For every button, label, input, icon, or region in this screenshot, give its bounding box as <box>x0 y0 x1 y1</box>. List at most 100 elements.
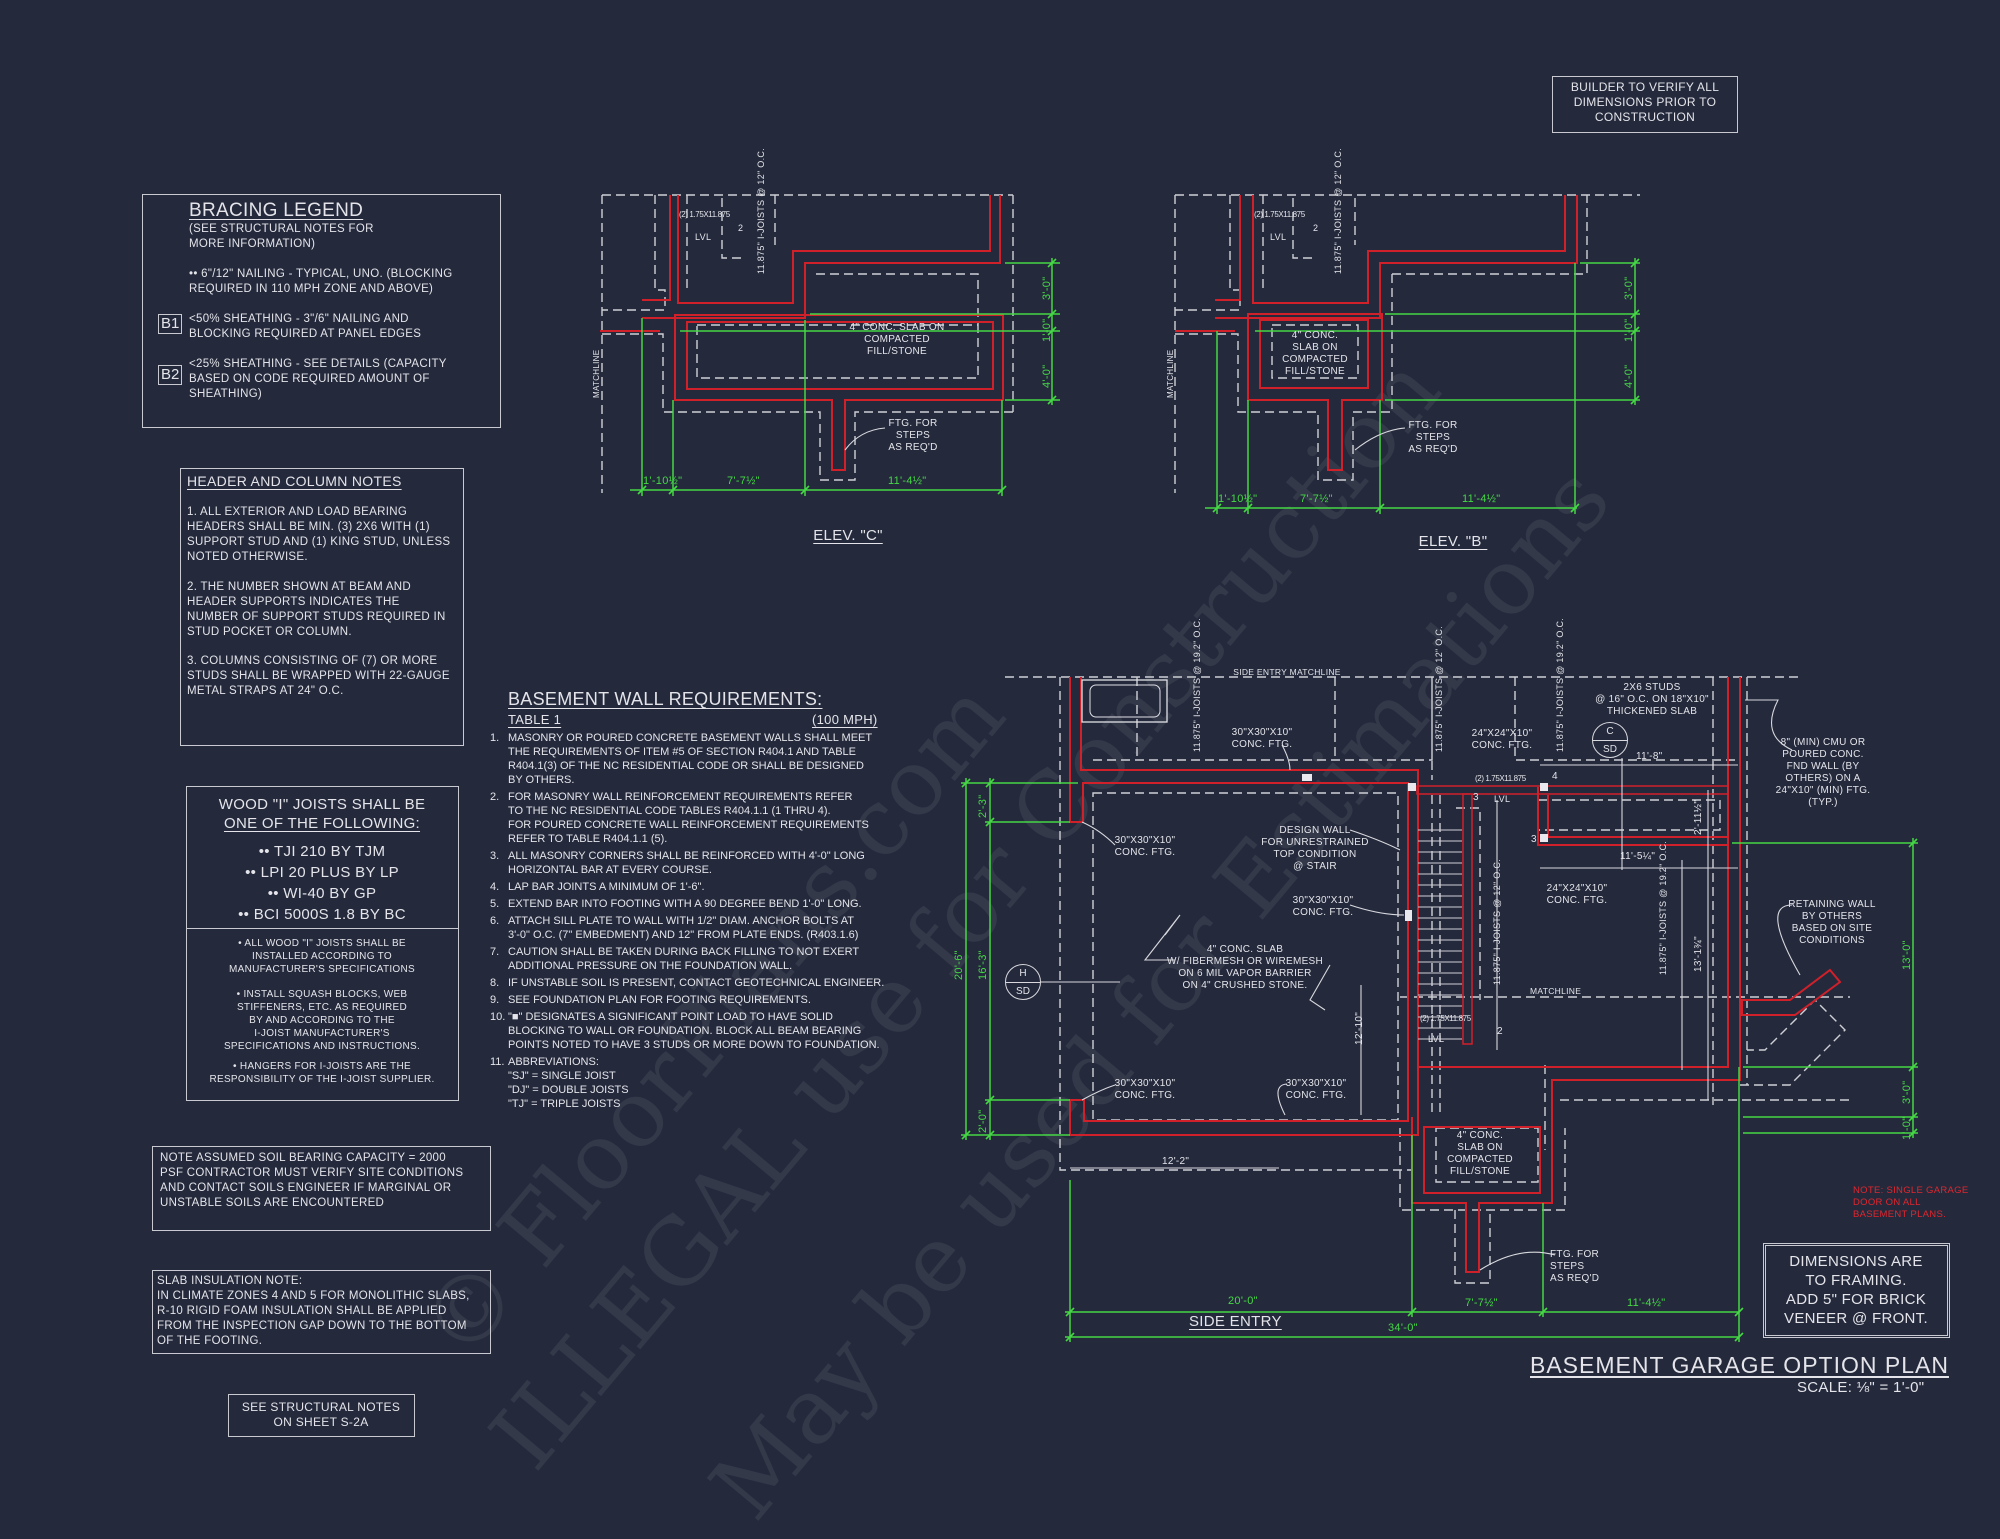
footing-label: 30"x30"x10" CONC. FTG. <box>1292 895 1354 918</box>
dim-2-11: 2'-11½" <box>1693 799 1704 835</box>
joist-option: •• TJI 210 BY TJM <box>258 843 386 860</box>
slab-insulation-text: IN CLIMATE ZONES 4 AND 5 FOR MONOLITHIC … <box>157 1290 470 1347</box>
item-text: SEE FOUNDATION PLAN FOR FOOTING REQUIREM… <box>508 994 811 1006</box>
dim-13-1: 13'-1¾" <box>1693 936 1704 972</box>
garage-door-note: NOTE: SINGLE GARAGE DOOR ON ALL BASEMENT… <box>1853 1185 1969 1220</box>
dim-12-2: 12'-2" <box>1162 1156 1190 1167</box>
joists-box <box>186 786 459 1101</box>
leaders-and-white-dims <box>844 427 1801 1271</box>
soil-note-box <box>152 1146 491 1231</box>
joist-option: •• LPI 20 PLUS BY LP <box>245 864 399 881</box>
dimension-tick <box>1047 309 1057 319</box>
stud-count: 3 <box>1473 792 1479 803</box>
plan-matchline: MATCHLINE <box>1530 986 1582 996</box>
elev-c-post: 2 <box>738 223 744 233</box>
elev-c-dim: 4'-0" <box>1041 364 1053 388</box>
elev-b-matchline: MATCHLINE <box>1166 349 1175 398</box>
elev-c-title: ELEV. "C" <box>813 527 883 544</box>
side-entry-matchline: SIDE ENTRY MATCHLINE <box>1233 667 1341 677</box>
elev-c-dim: 7'-7½" <box>727 475 760 487</box>
bracing-legend-item: <50% SHEATHING - 3"/6" NAILING AND BLOCK… <box>189 313 422 340</box>
dimensions-note: DIMENSIONS ARE TO FRAMING. ADD 5" FOR BR… <box>1784 1253 1928 1327</box>
footing-label: 30"x30"x10" CONC. FTG. <box>1231 727 1293 750</box>
basement-wall-item: 10."■" DESIGNATES A SIGNIFICANT POINT LO… <box>490 1010 910 1052</box>
elev-b-dim: 3'-0" <box>1623 276 1635 300</box>
basement-wall-item: 1.MASONRY OR POURED CONCRETE BASEMENT WA… <box>490 731 910 787</box>
elev-b-joists: 11.875" I-JOISTS @ 12" O.C. <box>1333 147 1343 274</box>
dimension-tick <box>1047 395 1057 405</box>
bracing-legend-item: <25% SHEATHING - SEE DETAILS (CAPACITY B… <box>189 358 447 400</box>
basement-wall-item: 8.IF UNSTABLE SOIL IS PRESENT, CONTACT G… <box>490 976 910 990</box>
dimension-tick <box>1065 1307 1075 1317</box>
elev-b-post: 2 <box>1313 223 1319 233</box>
dimension-tick <box>1908 1062 1918 1072</box>
item-text: ABBREVIATIONS: "SJ" = SINGLE JOIST "DJ" … <box>508 1056 629 1110</box>
elev-b-dim: 1'-10½" <box>1218 493 1258 505</box>
dimension-tick <box>1734 1307 1744 1317</box>
header-notes-box <box>180 468 464 746</box>
joist-note: • INSTALL SQUASH BLOCKS, WEB STIFFENERS,… <box>223 989 421 1052</box>
item-number: 11. <box>490 1056 505 1068</box>
item-number: 1. <box>490 732 500 744</box>
dimension-tick <box>1212 503 1222 513</box>
plan-joists-label: 11.875" I-JOISTS @ 12" O.C. <box>1434 625 1444 752</box>
elev-b-steps-label: FTG. FOR STEPS AS REQ'D <box>1408 420 1458 455</box>
bracing-tag-b1: B1 <box>158 314 183 334</box>
side-entry-label: SIDE ENTRY <box>1189 1313 1282 1330</box>
elev-c-slab-label: 4" CONC. SLAB ON COMPACTED FILL/STONE <box>849 322 945 357</box>
header-note: 3. COLUMNS CONSISTING OF (7) OR MORE STU… <box>187 655 450 697</box>
dim-11-5: 11'-5¼" <box>1620 851 1656 862</box>
dimension-tick <box>985 817 995 827</box>
dimension-tick <box>637 485 647 495</box>
item-number: 5. <box>490 898 500 910</box>
plan-steps-label: FTG. FOR STEPS AS REQ'D <box>1550 1249 1600 1284</box>
joist-option: •• BCI 5000s 1.8 BY BC <box>238 906 406 923</box>
bracing-legend-item: •• 6"/12" NAILING - TYPICAL, UNO. (BLOCK… <box>189 268 453 295</box>
section-marker-bottom: SD <box>1016 986 1030 997</box>
design-wall-label: DESIGN WALL FOR UNRESTRAINED TOP CONDITI… <box>1261 825 1369 872</box>
section-marker-top: C <box>1593 723 1627 741</box>
plan-joists-label: 11.875" I-JOISTS @ 19.2" O.C. <box>1555 617 1565 752</box>
retaining-wall-label: RETAINING WALL BY OTHERS BASED ON SITE C… <box>1788 899 1876 946</box>
plan-lvl: LVL <box>1494 794 1511 804</box>
elev-b-lvl: LVL <box>1270 232 1287 242</box>
basement-wall-table: TABLE 1 <box>508 712 562 727</box>
section-marker-h[interactable]: H SD <box>1005 964 1041 1000</box>
section-marker-c[interactable]: C SD <box>1592 722 1628 758</box>
header-note: 2. THE NUMBER SHOWN AT BEAM AND HEADER S… <box>187 581 446 638</box>
basement-wall-item: 7. CAUTION SHALL BE TAKEN DURING BACK FIL… <box>490 945 910 973</box>
bracing-legend-subtitle: (SEE STRUCTURAL NOTES FOR MORE INFORMATI… <box>189 223 374 250</box>
section-marker-bottom: SD <box>1603 744 1617 755</box>
see-structural-box <box>228 1394 415 1437</box>
dim-7-7: 7'-7½" <box>1465 1297 1498 1309</box>
dim-20-0: 20'-0" <box>1228 1295 1258 1307</box>
bracing-tag-b2: B2 <box>158 365 183 385</box>
basement-wall-item: 2.FOR MASONRY WALL REINFORCEMENT REQUIRE… <box>490 790 910 846</box>
dimension-tick <box>1047 326 1057 336</box>
dim-12-10: 12'-10" <box>1354 1011 1365 1045</box>
dim-11-4: 11'-4½" <box>1627 1297 1666 1309</box>
dimension-tick <box>1630 395 1640 405</box>
item-text: ATTACH SILL PLATE TO WALL WITH 1/2" DIAM… <box>508 915 859 941</box>
dim-2-3: 2'-3" <box>977 794 989 818</box>
header-note: 1. ALL EXTERIOR AND LOAD BEARING HEADERS… <box>187 506 451 563</box>
item-text: CAUTION SHALL BE TAKEN DURING BACK FILLI… <box>508 946 860 972</box>
slab-insulation-box <box>152 1270 491 1354</box>
foundation-walls <box>600 195 1842 1273</box>
item-number: 10. <box>490 1011 506 1023</box>
builder-verify-note-box <box>1552 76 1738 133</box>
dim-16-3: 16'-3" <box>977 950 989 980</box>
dim-20-6: 20'-6" <box>953 950 965 980</box>
dim-3-0: 3'-0" <box>1901 1080 1913 1104</box>
elev-c-joists: 11.875" I-JOISTS @ 12" O.C. <box>756 147 766 274</box>
dimension-tick <box>1538 1307 1548 1317</box>
item-number: 7. <box>490 946 500 958</box>
builder-verify-note: BUILDER TO VERIFY ALL DIMENSIONS PRIOR T… <box>1570 80 1720 124</box>
dimension-tick <box>1630 326 1640 336</box>
elev-b-dim: 4'-0" <box>1623 364 1635 388</box>
item-text: "■" DESIGNATES A SIGNIFICANT POINT LOAD … <box>508 1011 880 1051</box>
item-text: ALL MASONRY CORNERS SHALL BE REINFORCED … <box>508 850 865 876</box>
plan-lvl-size: (2) 1.75x11.875 <box>1475 774 1526 783</box>
dimension-tick <box>1630 258 1640 268</box>
dimension-tick <box>1630 309 1640 319</box>
